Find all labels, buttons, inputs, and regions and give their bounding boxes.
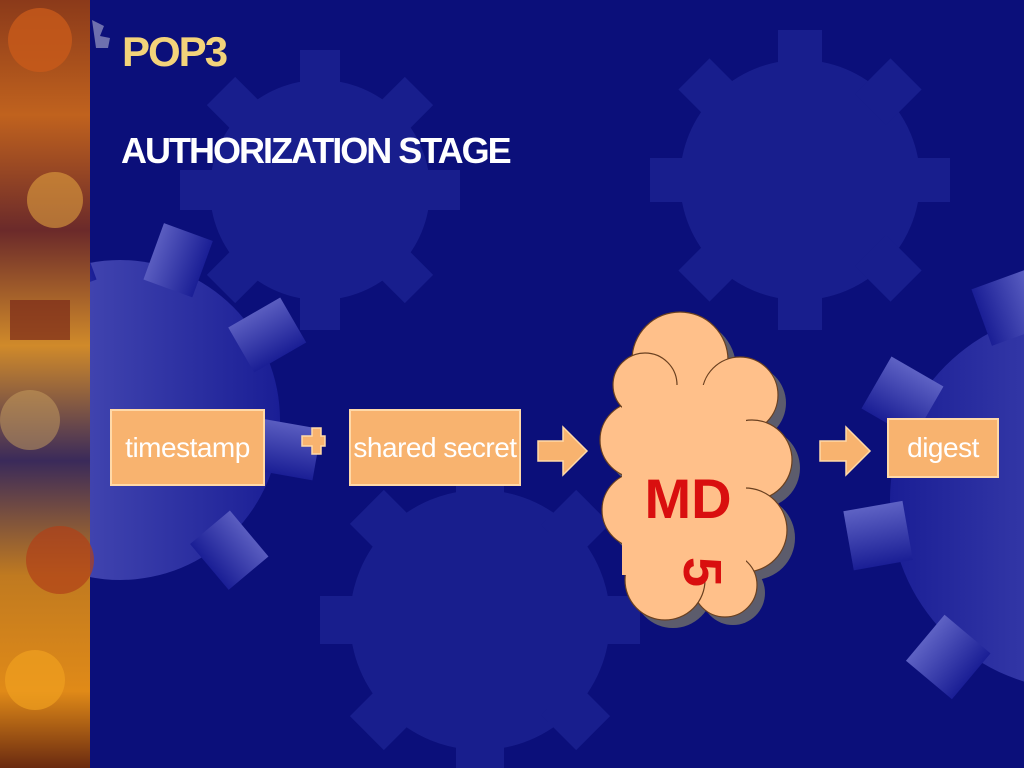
digest-box: digest — [887, 418, 999, 478]
timestamp-box: timestamp — [110, 409, 265, 486]
slide-title: POP3 — [122, 28, 228, 75]
arrow-right-icon — [537, 425, 589, 477]
slide-subtitle: AUTHORIZATION STAGE — [121, 130, 512, 171]
dark-gear-shapes — [180, 30, 950, 768]
left-decorative-strip — [0, 0, 110, 768]
right-gear — [843, 268, 1024, 700]
md5-label-digit: 5 — [672, 557, 732, 587]
plus-sign — [301, 427, 326, 455]
md5-label: MD — [644, 467, 731, 530]
md5-cloud-fill — [622, 385, 746, 575]
shared-secret-box: shared secret — [349, 409, 521, 486]
arrow-right-icon — [819, 425, 872, 477]
